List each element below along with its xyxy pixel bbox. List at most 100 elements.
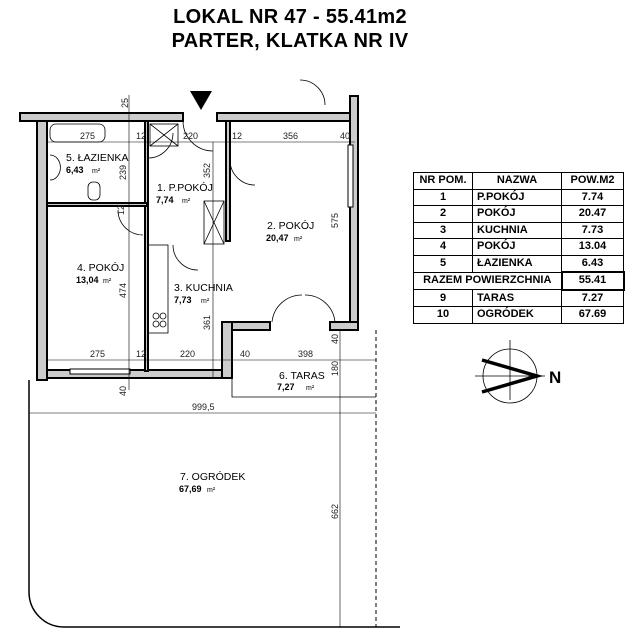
svg-text:356: 356 — [283, 131, 298, 141]
svg-text:12: 12 — [136, 349, 146, 359]
svg-text:25: 25 — [120, 98, 130, 108]
header-area: POW.M2 — [561, 172, 624, 190]
svg-text:7,27: 7,27 — [277, 382, 295, 392]
svg-text:m²: m² — [182, 198, 191, 205]
cell: 1 — [413, 188, 473, 206]
cell: 7.74 — [561, 188, 624, 206]
svg-text:1. P.POKÓJ: 1. P.POKÓJ — [157, 181, 213, 194]
svg-text:361: 361 — [202, 315, 212, 330]
cell: 2 — [413, 205, 473, 223]
svg-text:662: 662 — [330, 504, 340, 519]
stove-icon — [152, 312, 160, 320]
svg-text:67,69: 67,69 — [179, 484, 202, 494]
cell: 3 — [413, 221, 473, 239]
shaft — [203, 200, 225, 245]
sink-icon — [49, 154, 61, 181]
svg-text:5. ŁAZIENKA: 5. ŁAZIENKA — [66, 152, 128, 164]
toilet-icon — [87, 181, 101, 201]
svg-text:40: 40 — [240, 349, 250, 359]
svg-text:275: 275 — [90, 349, 105, 359]
plan-title: LOKAL NR 47 - 55.41m2 — [173, 6, 407, 28]
window — [69, 368, 131, 375]
svg-text:7,73: 7,73 — [174, 295, 192, 305]
total-value: 55.41 — [560, 271, 625, 291]
cell: POKÓJ — [472, 205, 562, 223]
svg-text:12: 12 — [136, 131, 146, 141]
entrance-arrow-icon — [190, 91, 212, 110]
svg-text:40: 40 — [118, 386, 128, 396]
svg-text:7,74: 7,74 — [156, 195, 174, 205]
svg-text:40: 40 — [330, 334, 340, 344]
cell: 9 — [413, 289, 473, 307]
terrace-and-garden — [28, 95, 400, 628]
svg-text:999,5: 999,5 — [192, 402, 215, 412]
cell: POKÓJ — [472, 238, 562, 256]
svg-text:4. POKÓJ: 4. POKÓJ — [77, 261, 124, 274]
svg-text:575: 575 — [330, 213, 340, 228]
svg-text:m²: m² — [306, 385, 315, 392]
svg-text:398: 398 — [298, 349, 313, 359]
table-header: NR POM. NAZWA POW.M2 — [413, 172, 624, 190]
cell: KUCHNIA — [472, 221, 562, 239]
svg-text:239: 239 — [118, 165, 128, 180]
total-label: RAZEM POWIERZCHNIA — [413, 271, 562, 290]
cell: 4 — [413, 238, 473, 256]
cell: 6.43 — [561, 254, 624, 273]
svg-text:2. POKÓJ: 2. POKÓJ — [267, 219, 314, 232]
svg-text:m²: m² — [207, 487, 216, 494]
svg-text:6. TARAS: 6. TARAS — [279, 370, 325, 382]
dimension-labels: 25 275 12 220 12 356 40 239 352 575 12 4… — [80, 98, 350, 519]
plan-subtitle: PARTER, KLATKA NR IV — [171, 30, 409, 52]
svg-text:220: 220 — [180, 349, 195, 359]
cell: ŁAZIENKA — [472, 254, 562, 273]
svg-text:m²: m² — [294, 236, 303, 243]
cell: 67.69 — [561, 306, 624, 324]
svg-text:m²: m² — [92, 168, 101, 175]
cell: 10 — [413, 306, 473, 324]
cell: 20.47 — [561, 205, 624, 223]
svg-text:7. OGRÓDEK: 7. OGRÓDEK — [180, 470, 245, 483]
svg-text:12: 12 — [232, 131, 242, 141]
svg-text:352: 352 — [202, 163, 212, 178]
svg-text:180: 180 — [330, 361, 340, 376]
header-name: NAZWA — [472, 172, 562, 190]
cell: P.POKÓJ — [472, 188, 562, 206]
svg-text:20,47: 20,47 — [266, 233, 289, 243]
svg-text:220: 220 — [183, 131, 198, 141]
svg-text:275: 275 — [80, 131, 95, 141]
north-arrow-icon — [475, 340, 545, 404]
svg-text:13,04: 13,04 — [76, 275, 99, 285]
cell: 13.04 — [561, 238, 624, 256]
bathtub-icon — [49, 123, 106, 143]
fixtures — [49, 123, 225, 334]
svg-text:40: 40 — [340, 131, 350, 141]
cell: 7.73 — [561, 221, 624, 239]
svg-text:m²: m² — [201, 298, 210, 305]
svg-text:3. KUCHNIA: 3. KUCHNIA — [174, 282, 233, 294]
cell: 5 — [413, 254, 473, 273]
header-nr: NR POM. — [413, 172, 473, 190]
shaft — [149, 123, 179, 147]
svg-text:474: 474 — [118, 283, 128, 298]
window — [347, 144, 354, 208]
svg-text:6,43: 6,43 — [66, 165, 84, 175]
svg-text:12: 12 — [116, 205, 126, 215]
